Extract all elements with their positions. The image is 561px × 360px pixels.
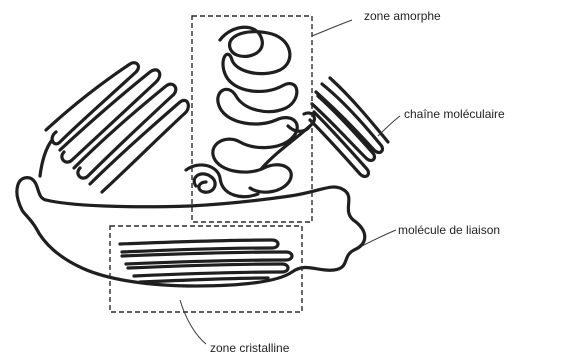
- amorphous-tail: [186, 165, 258, 197]
- crystal-lamella-1: [120, 240, 278, 252]
- leader-molecule-de-liaison: [362, 230, 396, 246]
- label-chaine-moleculaire: chaîne moléculaire: [404, 107, 505, 121]
- left-lamella-2: [60, 70, 160, 162]
- left-lamella-4: [90, 100, 188, 192]
- left-lamella-3: [74, 84, 176, 178]
- label-molecule-de-liaison: molécule de liaison: [398, 223, 500, 237]
- leader-chaine-moleculaire: [378, 116, 400, 136]
- crystal-lamella-3: [128, 264, 288, 276]
- amorphous-loop-small: [194, 174, 215, 192]
- leader-zone-cristalline: [180, 300, 206, 344]
- crystal-lamella-4: [140, 278, 268, 282]
- left-lamella-5: [40, 140, 52, 176]
- left-lamella-1: [46, 63, 138, 144]
- leader-zone-amorphe: [312, 20, 352, 36]
- label-zone-cristalline: zone cristalline: [210, 341, 290, 355]
- label-zone-amorphe: zone amorphe: [364, 9, 441, 23]
- crystal-lamella-2: [122, 252, 292, 264]
- amorphous-coil: [213, 27, 297, 192]
